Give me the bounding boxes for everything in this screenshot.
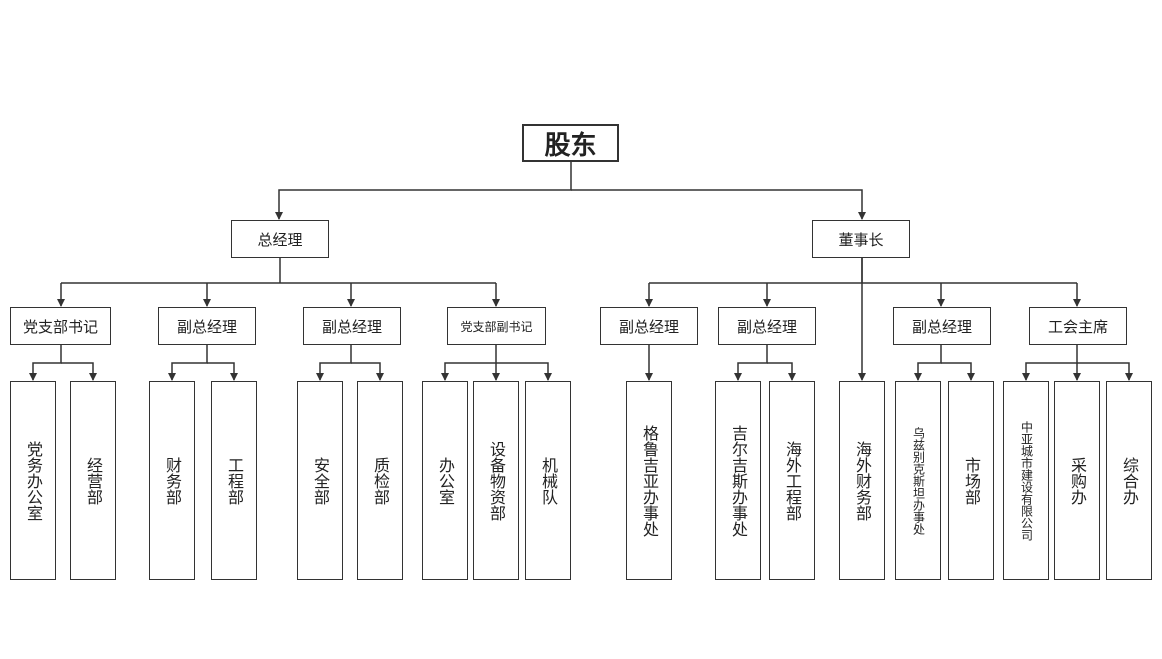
deputy-gm-node-1: 副总经理: [158, 307, 256, 345]
unit-office: 办公室: [422, 381, 468, 580]
chairman-node: 董事长: [812, 220, 910, 258]
party-secretary-node: 党支部书记: [10, 307, 111, 345]
unit-uzbekistan-office: 乌兹别克斯坦办事处: [895, 381, 941, 580]
unit-central-asia-construction: 中亚城市建设有限公司: [1003, 381, 1049, 580]
unit-overseas-engineering: 海外工程部: [769, 381, 815, 580]
unit-market-dept: 市场部: [948, 381, 994, 580]
unit-quality-dept: 质检部: [357, 381, 403, 580]
deputy-gm-node-5: 副总经理: [893, 307, 991, 345]
unit-procurement-office: 采购办: [1054, 381, 1100, 580]
unit-machinery-team: 机械队: [525, 381, 571, 580]
unit-equipment-dept: 设备物资部: [473, 381, 519, 580]
unit-business-dept: 经营部: [70, 381, 116, 580]
deputy-gm-node-3: 副总经理: [600, 307, 698, 345]
general-manager-node: 总经理: [231, 220, 329, 258]
deputy-gm-node-2: 副总经理: [303, 307, 401, 345]
root-node: 股东: [522, 124, 619, 162]
unit-georgia-office: 格鲁吉亚办事处: [626, 381, 672, 580]
unit-finance-dept: 财务部: [149, 381, 195, 580]
deputy-party-secretary-node: 党支部副书记: [447, 307, 546, 345]
unit-safety-dept: 安全部: [297, 381, 343, 580]
unit-overseas-finance: 海外财务部: [839, 381, 885, 580]
unit-party-office: 党务办公室: [10, 381, 56, 580]
unit-engineering-dept: 工程部: [211, 381, 257, 580]
unit-kyrgyzstan-office: 吉尔吉斯办事处: [715, 381, 761, 580]
unit-general-office: 综合办: [1106, 381, 1152, 580]
union-chairman-node: 工会主席: [1029, 307, 1127, 345]
deputy-gm-node-4: 副总经理: [718, 307, 816, 345]
